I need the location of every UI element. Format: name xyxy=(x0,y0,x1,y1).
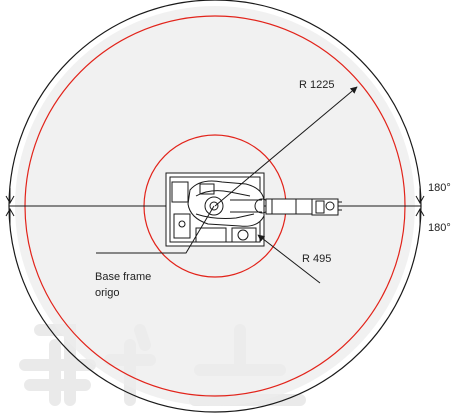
robot-turret xyxy=(187,180,265,227)
outer-radius-label: R 1225 xyxy=(299,79,334,91)
rotation-arrows-left xyxy=(5,188,15,224)
robot-wrist xyxy=(311,198,339,216)
robot-top-view xyxy=(165,172,342,247)
rotation-arrows-right xyxy=(415,188,425,224)
robot-forearm xyxy=(265,198,313,215)
origin-leader-line xyxy=(96,205,215,254)
origin-label-line1: Base frame xyxy=(95,271,151,283)
rotation-angle-lower-label: 180° xyxy=(428,222,451,234)
rotation-angle-upper-label: 180° xyxy=(428,182,451,194)
outer-radius-dimension xyxy=(214,86,358,207)
inner-radius-label: R 495 xyxy=(302,253,331,265)
origin-label-line2: origo xyxy=(95,287,119,299)
inner-radius-dimension xyxy=(257,234,321,284)
